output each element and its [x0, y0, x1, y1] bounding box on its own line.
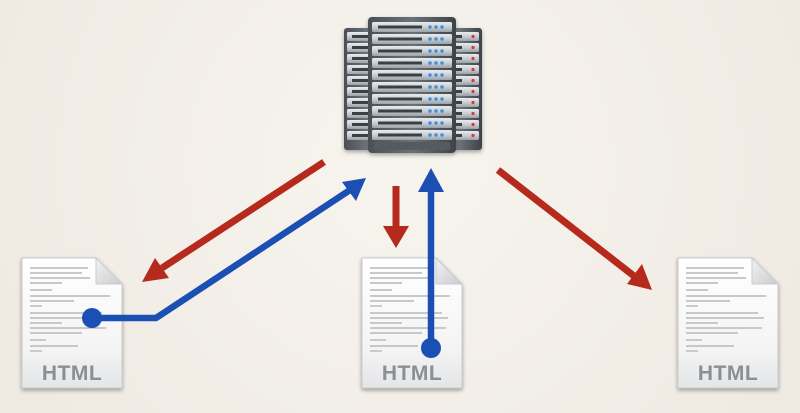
document-label: HTML [42, 362, 102, 385]
html-document-icon: HTML [21, 256, 124, 389]
server-to-right-doc-arrow [495, 167, 652, 290]
left-doc-to-server-arrow [82, 178, 366, 328]
server-to-center-doc-arrow [383, 186, 409, 248]
center-doc-to-server-arrow [418, 168, 444, 358]
server-to-left-doc-arrow [142, 159, 326, 282]
server-rack-icon [344, 17, 482, 153]
html-document-icon: HTML [361, 256, 464, 389]
html-document-icon: HTML [677, 256, 780, 389]
document-label: HTML [698, 362, 758, 385]
document-label: HTML [382, 362, 442, 385]
